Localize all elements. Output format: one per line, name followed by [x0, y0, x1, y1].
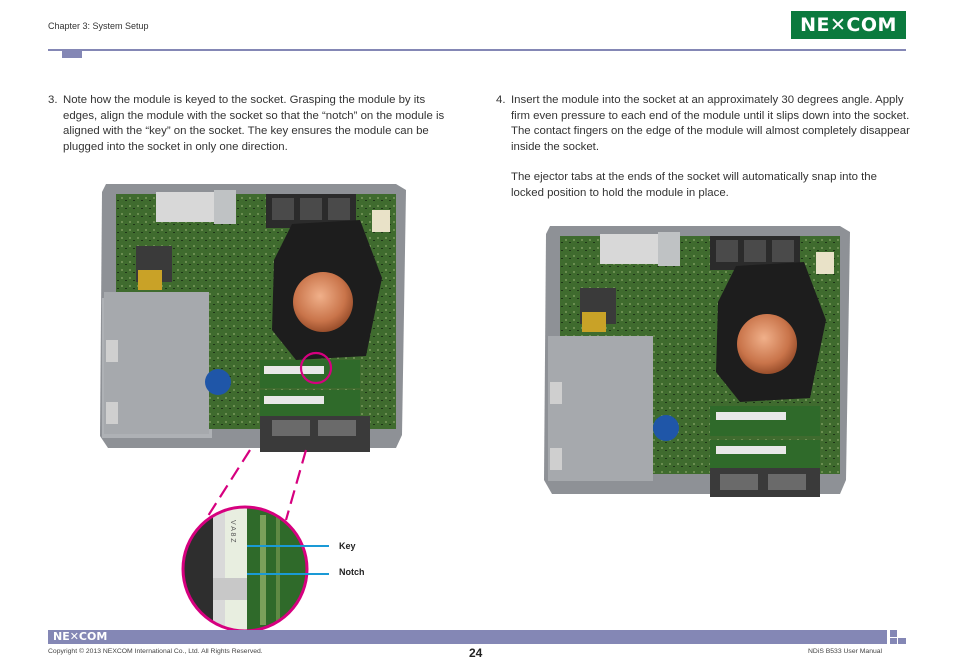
page-number: 24	[469, 646, 483, 660]
nexcom-logo: NE✕COM	[791, 11, 906, 39]
footer-square-accent	[890, 630, 897, 637]
step-4-text: Insert the module into the socket at an …	[511, 94, 910, 153]
step-4: 4. Insert the module into the socket at …	[496, 93, 916, 155]
step-4-note: The ejector tabs at the ends of the sock…	[511, 171, 877, 199]
step-3: 3. Note how the module is keyed to the s…	[48, 93, 458, 155]
step-3-number: 3.	[48, 94, 58, 106]
step-4-number: 4.	[496, 94, 506, 106]
zoom-chip-label: V A 8 Z	[229, 520, 236, 543]
footer-square-accent	[898, 638, 906, 644]
zoom-circle	[181, 505, 309, 633]
step-3-text: Note how the module is keyed to the sock…	[63, 94, 445, 153]
motherboard-photo-inserted	[540, 222, 852, 497]
footer-square-accent	[890, 638, 897, 644]
header-divider	[48, 49, 906, 51]
motherboard-illustration-1	[96, 180, 408, 452]
logo-text: NE✕COM	[800, 14, 897, 36]
zoom-guide-right	[284, 449, 308, 521]
footer-bar	[48, 630, 887, 644]
chapter-title: Chapter 3: System Setup	[48, 21, 149, 31]
manual-title: NDiS B533 User Manual	[808, 648, 883, 655]
motherboard-illustration-2	[540, 222, 852, 497]
footer-logo: NE✕COM	[53, 630, 108, 643]
header-tab-accent	[62, 49, 82, 58]
key-label: Key	[339, 541, 356, 551]
zoom-magnified-view	[183, 507, 307, 631]
motherboard-photo-align	[96, 180, 408, 452]
zoom-guide-left	[207, 449, 251, 517]
copyright-text: Copyright © 2013 NEXCOM International Co…	[48, 648, 263, 655]
notch-label: Notch	[339, 567, 365, 577]
